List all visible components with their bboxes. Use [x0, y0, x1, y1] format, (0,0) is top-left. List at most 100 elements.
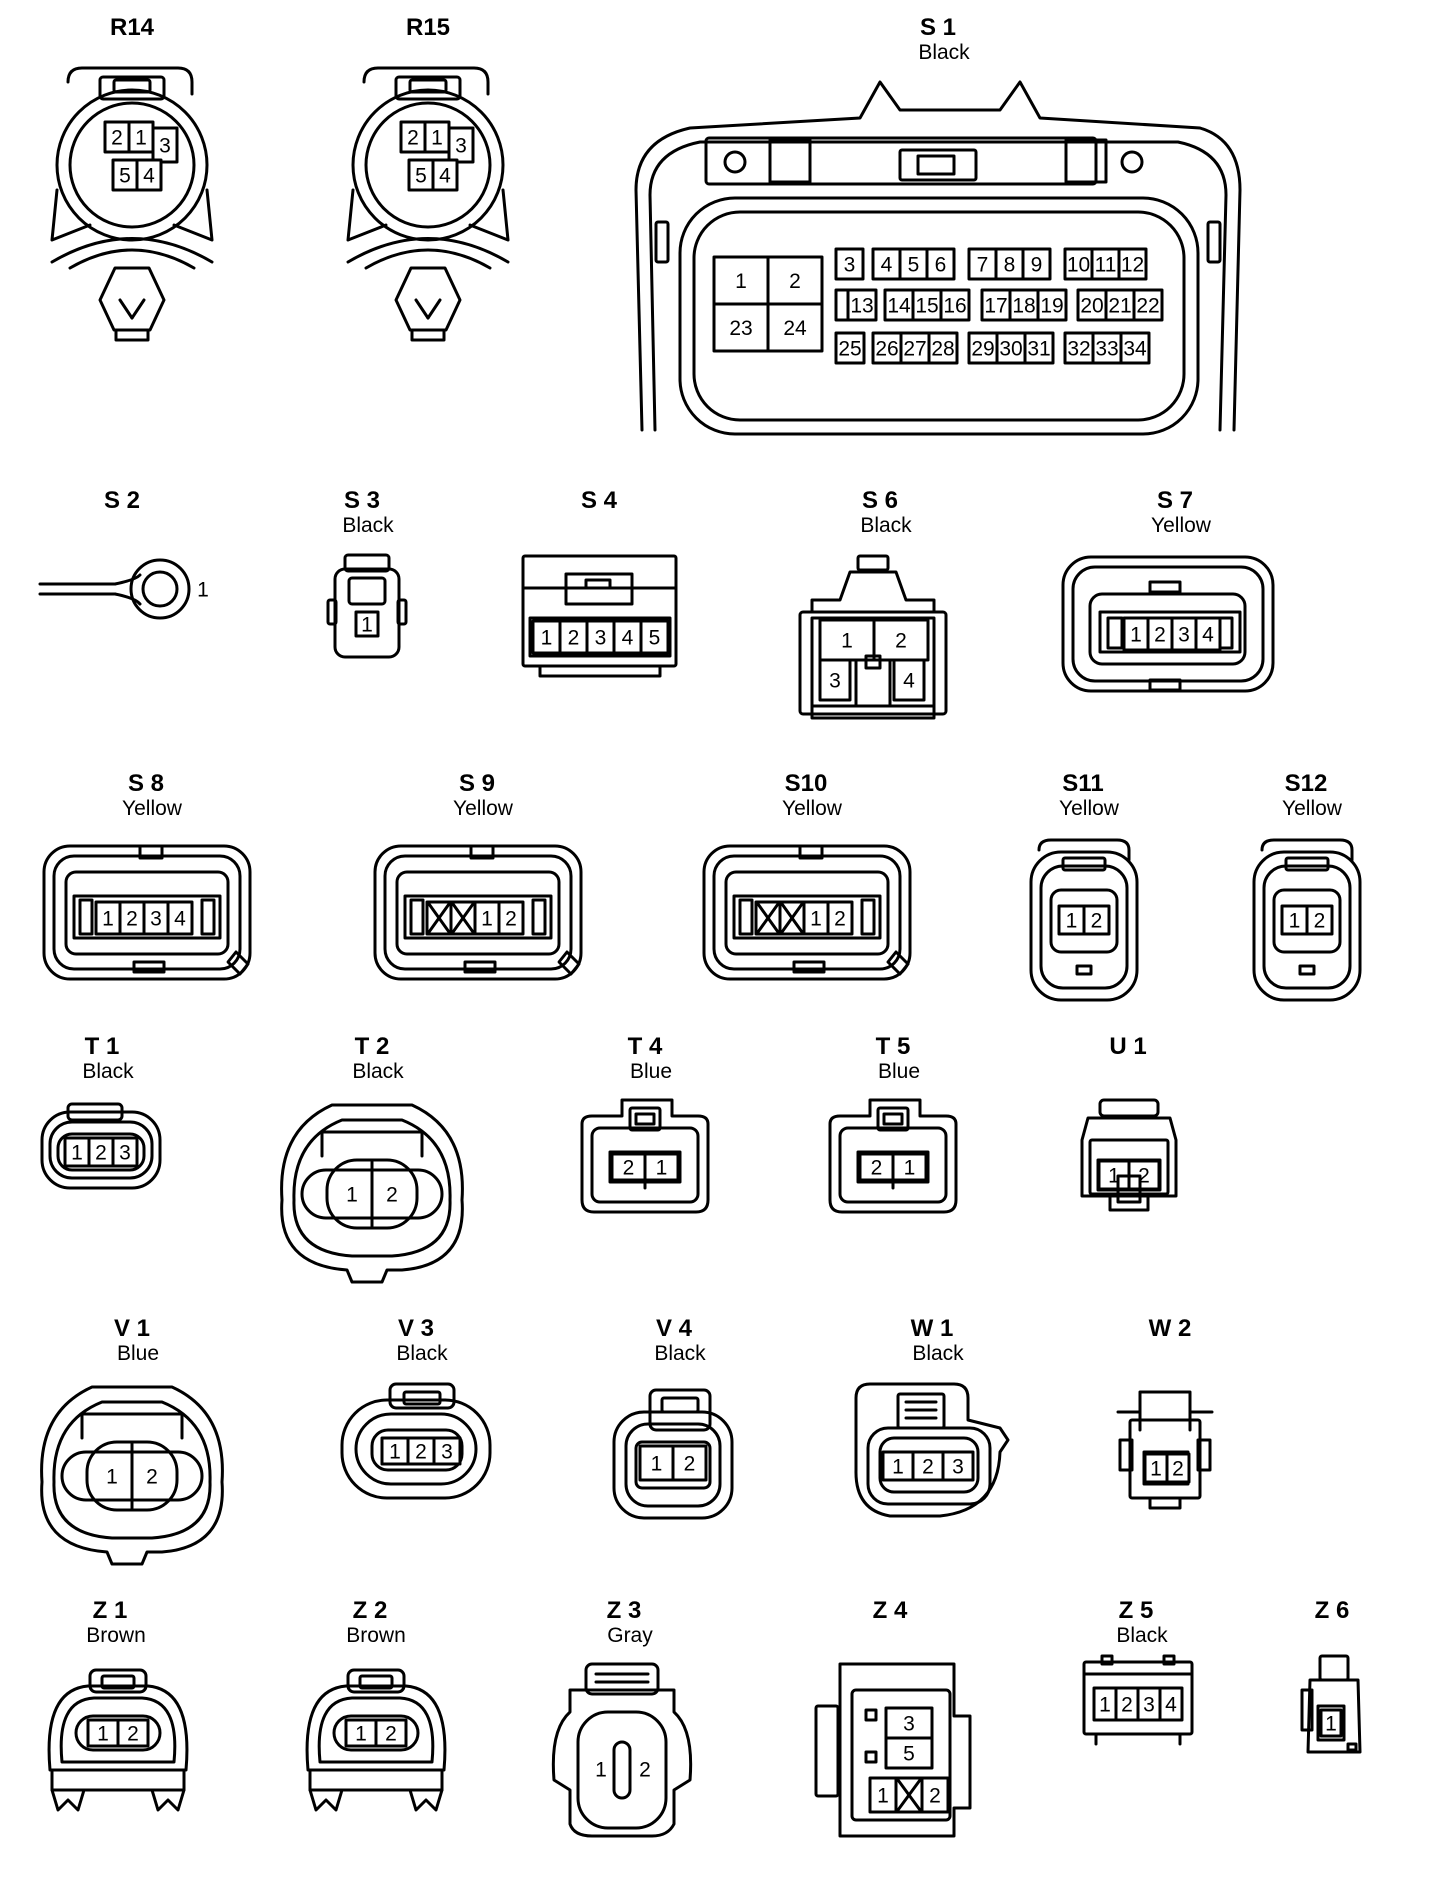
connector-title: S 8: [128, 770, 164, 797]
connector-outline: [704, 136, 1098, 186]
connector-outline: [66, 66, 194, 96]
connector-outline: [1088, 1138, 1170, 1196]
pin-label: 2: [111, 127, 123, 150]
connector-outline: [50, 237, 214, 264]
pin-label: 2: [127, 1723, 139, 1746]
connector-outline: [576, 1710, 668, 1830]
connector-title: S 6: [862, 487, 898, 514]
pin-label: 9: [1031, 254, 1043, 277]
pin-label: 3: [119, 1142, 131, 1165]
pin-cell: [871, 331, 903, 365]
connector-outline: [654, 220, 670, 264]
pin-label: 26: [875, 338, 898, 361]
pin-label: 1: [877, 1785, 889, 1808]
connector-outline: [48, 1120, 154, 1180]
pin-cell: [939, 288, 971, 322]
connector-outline: [1029, 850, 1139, 1002]
connector-outline: [1064, 138, 1108, 184]
pin-cell: [1158, 1686, 1184, 1722]
connector-outline: [1116, 1174, 1142, 1204]
connector-outline: [738, 898, 754, 936]
pin-label: 2: [1314, 910, 1326, 933]
connector-outline: [346, 1668, 406, 1694]
pin-cell: [911, 288, 943, 322]
connector-outline: [317, 1696, 435, 1764]
connector-outline: [628, 1106, 662, 1132]
pin-label: 17: [984, 295, 1007, 318]
connector-outline: [612, 1410, 734, 1520]
connector-s3: 1: [326, 553, 408, 659]
connector-outline: [634, 1112, 656, 1126]
connector-outline: [113, 573, 142, 586]
pin-label: 2: [568, 627, 580, 650]
connector-outline: [326, 598, 338, 626]
pin-cell: [639, 619, 670, 655]
connector-outline: [1148, 1496, 1182, 1510]
pin-cell: [1023, 331, 1055, 365]
blank-pin: [427, 902, 451, 934]
pin-label: 1: [595, 1759, 607, 1782]
pin-label: 2: [895, 630, 907, 653]
pin-cell: [826, 900, 854, 936]
pin-label: 1: [841, 630, 853, 653]
connector-outline: [551, 1688, 693, 1838]
connector-title: S11: [1062, 770, 1103, 797]
connector-outline: [1306, 1678, 1362, 1754]
pin-label: 18: [1012, 295, 1035, 318]
connector-outline: [320, 1130, 424, 1158]
connector-color: Yellow: [1151, 514, 1212, 537]
connector-outline: [660, 1396, 700, 1414]
connector-outline: [150, 1788, 186, 1812]
pin-cell: [1063, 247, 1094, 281]
pin-label: 2: [1091, 910, 1103, 933]
connector-z6: 1: [1300, 1654, 1362, 1754]
connector-outline: [876, 1106, 910, 1132]
connector-color: Blue: [878, 1060, 920, 1083]
connector-outline: [113, 592, 142, 606]
connector-outline: [1138, 1390, 1192, 1432]
pin-cell: [920, 1776, 950, 1814]
connector-outline: [364, 101, 492, 229]
pin-cell: [166, 900, 194, 936]
connector-r14-label: R14: [110, 14, 155, 41]
pin-cell: [1036, 288, 1068, 322]
pin-label: 2: [407, 127, 419, 150]
connector-title: R14: [110, 14, 155, 41]
connector-outline: [584, 1662, 660, 1696]
pin-cell: [447, 126, 475, 164]
pin-label: 1: [892, 1456, 904, 1479]
connector-outline: [50, 188, 92, 242]
pin-label: 2: [386, 1184, 398, 1207]
connector-title: R15: [406, 14, 450, 41]
pin-cell: [834, 331, 866, 365]
connector-color: Black: [918, 41, 970, 64]
connector-r15-label: R15: [406, 14, 450, 41]
pin-label: 3: [150, 908, 162, 931]
connector-title: Z 4: [873, 1597, 908, 1624]
connector-color: Brown: [86, 1624, 146, 1647]
connector-outline: [864, 654, 882, 670]
pin-cell: [872, 618, 930, 662]
connector-outline: [634, 80, 1242, 432]
connector-outline: [1061, 856, 1107, 872]
pin-label: 4: [622, 627, 634, 650]
pin-label: 3: [903, 1713, 915, 1736]
pin-label: 1: [355, 1723, 367, 1746]
pin-cell: [135, 158, 163, 192]
pin-label: 2: [834, 908, 846, 931]
connector-z4-label: Z 4: [873, 1597, 908, 1624]
pin-label: 2: [789, 270, 801, 293]
connector-outline: [1262, 864, 1352, 990]
pin-label: 5: [649, 627, 661, 650]
connector-title: S10: [785, 770, 828, 797]
connector-outline: [1318, 1654, 1350, 1682]
pin-label: 3: [441, 1441, 453, 1464]
